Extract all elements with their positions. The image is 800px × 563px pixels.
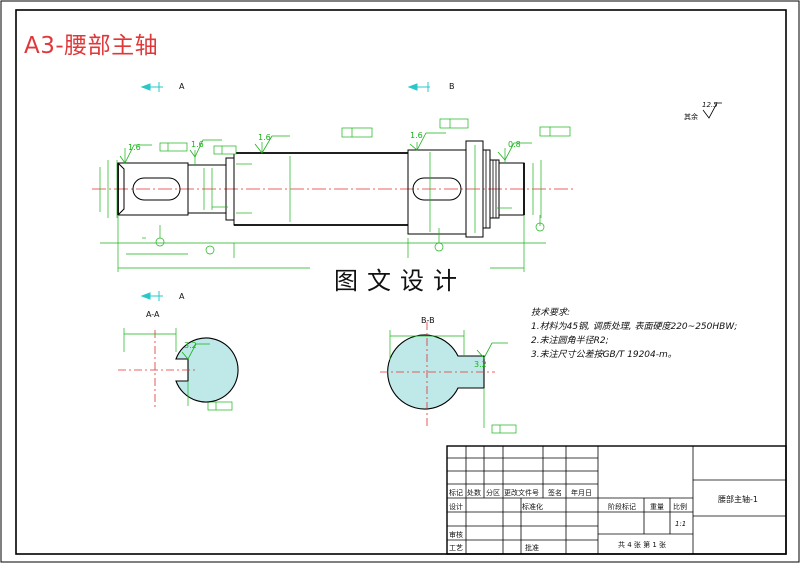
groove-lines — [485, 150, 497, 228]
roughness-value: 1.6 — [410, 131, 423, 140]
tolerance-frames — [159, 118, 571, 434]
title-block-design: 设计 — [449, 503, 463, 511]
roughness-value: 1.6 — [128, 143, 141, 152]
general-roughness-value: 12.5 — [702, 101, 718, 109]
shaft-edges — [117, 152, 525, 226]
title-block-header: 年月日 — [571, 489, 592, 497]
drawing-title: A3-腰部主轴 — [24, 33, 159, 59]
section-marker-a-bottom: A — [179, 292, 185, 301]
watermark: 图文设计 — [310, 258, 490, 304]
section-marker-b-top: B — [449, 82, 455, 91]
title-block-header: 分区 — [486, 489, 500, 497]
title-block-sheet-info: 共 4 张 第 1 张 — [618, 541, 667, 549]
title-block-header: 标记 — [449, 489, 463, 497]
title-block-process: 工艺 — [449, 544, 463, 552]
inner-border — [15, 9, 787, 555]
title-block-header: 签名 — [548, 489, 562, 497]
general-roughness-symbol — [702, 102, 722, 119]
tech-requirement-item: 1.材料为45钢, 调质处理, 表面硬度220~250HBW; — [531, 322, 738, 332]
title-block-standardize: 标准化 — [522, 503, 543, 511]
title-block-part-name: 腰部主轴-1 — [718, 495, 758, 504]
dimension-lines — [99, 142, 546, 272]
roughness-value: 1.6 — [191, 140, 204, 149]
section-aa-profile — [175, 337, 239, 403]
section-view-bb-label: B-B — [421, 316, 435, 325]
section-view-aa-label: A-A — [146, 310, 160, 319]
section-aa — [118, 328, 239, 408]
section-marker-a-top: A — [179, 82, 185, 91]
roughness-value: 3.2 — [184, 341, 197, 350]
title-block-header: 更改文件号 — [504, 489, 539, 497]
roughness-symbols — [119, 132, 532, 164]
title-block-check: 审核 — [449, 531, 463, 539]
roughness-value: 3.2 — [474, 360, 487, 369]
roughness-value: 1.6 — [258, 133, 271, 142]
section-arrows — [140, 82, 430, 301]
title-block-header: 处数 — [467, 489, 481, 497]
title-block-approve: 批准 — [525, 544, 539, 552]
title-block-weight: 重量 — [650, 503, 664, 511]
title-block-stage-mark: 阶段标记 — [608, 503, 636, 511]
keyway-slots — [132, 177, 462, 201]
technical-requirements: 技术要求: 1.材料为45钢, 调质处理, 表面硬度220~250HBW; 2.… — [531, 306, 737, 362]
section-bb — [380, 322, 508, 428]
roughness-value: 0.8 — [508, 140, 521, 149]
shaft-outline — [117, 140, 525, 238]
tech-requirement-item: 3.未注尺寸公差按GB/T 19204-m。 — [531, 350, 677, 360]
general-roughness-note: 其余 — [684, 113, 698, 121]
datum-circles — [155, 222, 545, 255]
tech-requirement-item: 2.未注圆角半径R2; — [531, 336, 609, 346]
title-block-scale: 比例 — [673, 503, 687, 511]
title-block-scale-value: 1:1 — [675, 520, 687, 528]
tech-requirements-heading: 技术要求: — [531, 308, 571, 318]
title-block-grid — [446, 445, 787, 555]
